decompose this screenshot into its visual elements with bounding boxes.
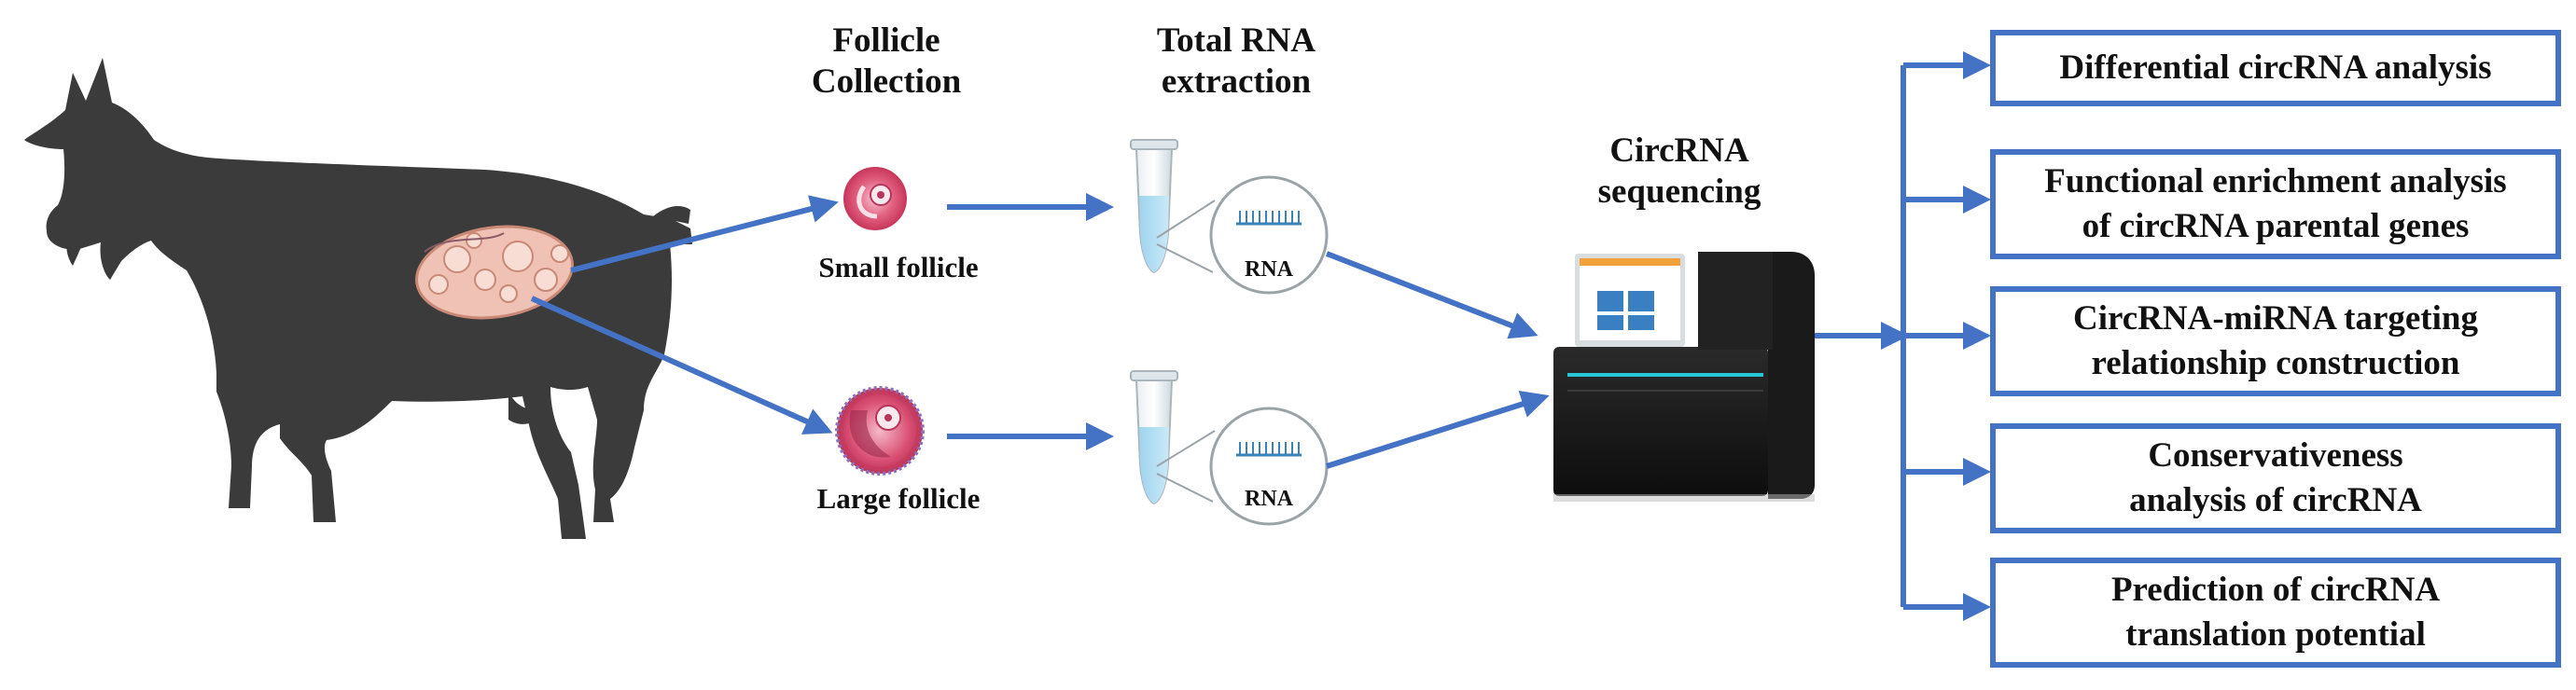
- analysis-line: Functional enrichment analysis: [2044, 161, 2507, 200]
- rna-magnifier-icon: [1156, 175, 1329, 295]
- rna-magnifier-icon: [1156, 407, 1329, 526]
- analysis-box-enrichment: Functional enrichment analysis of circRN…: [1990, 149, 2561, 259]
- analysis-box-conservativeness: Conservativeness analysis of circRNA: [1990, 423, 2561, 533]
- large-follicle-label: Large follicle: [816, 482, 981, 515]
- arrow-to-large-follicle: [530, 296, 833, 435]
- analysis-line: Prediction of circRNA: [2110, 570, 2441, 609]
- small-follicle-icon: [843, 167, 907, 230]
- follicle-collection-title: Follicle Collection: [811, 21, 962, 102]
- rna-label-small: RNA: [1245, 257, 1293, 282]
- analysis-box-differential: Differential circRNA analysis: [1990, 30, 2561, 106]
- arrow-rna-to-sequencer-bottom: [1326, 390, 1550, 469]
- analysis-connector: [1815, 51, 1991, 621]
- analysis-line: Differential circRNA analysis: [2059, 48, 2492, 87]
- large-follicle-icon: [835, 386, 925, 476]
- analysis-box-translation: Prediction of circRNA translation potent…: [1990, 558, 2561, 668]
- arrow-to-small-follicle: [570, 195, 839, 273]
- analysis-line: CircRNA-miRNA targeting: [2073, 298, 2478, 338]
- sequencer-icon: [1553, 252, 1815, 502]
- analysis-line: of circRNA parental genes: [2082, 207, 2470, 245]
- analysis-line: relationship construction: [2091, 344, 2460, 382]
- tube-icon: [1130, 139, 1178, 274]
- goat-icon: [24, 58, 692, 539]
- analysis-line: Conservativeness: [2148, 435, 2403, 475]
- arrow-rna-to-sequencer-top: [1325, 251, 1539, 339]
- rna-extraction-title: Total RNA extraction: [1156, 21, 1316, 102]
- sequencing-title: CircRNA sequencing: [1597, 131, 1761, 212]
- rna-label-large: RNA: [1245, 487, 1293, 511]
- analysis-box-targeting: CircRNA-miRNA targeting relationship con…: [1990, 286, 2561, 396]
- ovary-icon: [415, 225, 574, 320]
- small-follicle-label: Small follicle: [818, 251, 979, 283]
- tube-icon: [1130, 370, 1178, 505]
- analysis-line: translation potential: [2125, 615, 2426, 654]
- analysis-line: analysis of circRNA: [2129, 481, 2422, 519]
